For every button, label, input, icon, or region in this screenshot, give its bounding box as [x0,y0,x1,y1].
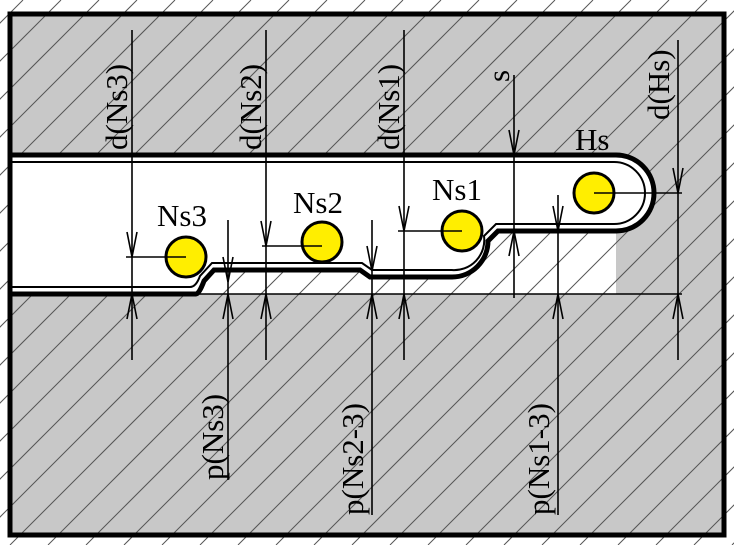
ball-ns2 [262,220,344,264]
dim-s [508,75,520,257]
label-p-ns3: p(Ns3) [195,394,230,480]
dim-p-ns2-3 [366,220,378,515]
ball-ns1 [398,209,484,253]
label-d-ns1: d(Ns1) [371,64,406,150]
lower-material-block [10,294,724,535]
dim-p-ns3 [222,220,234,480]
label-ns1: Ns1 [432,172,482,207]
ball-hs [572,171,682,215]
frame-border [7,11,727,538]
dim-d-ns2 [260,30,272,360]
dim-p-ns1-3 [552,195,564,515]
right-material-block [616,14,724,294]
label-s: s [481,70,516,82]
label-ns2: Ns2 [293,185,343,220]
label-d-ns2: d(Ns2) [233,64,268,150]
label-hs: Hs [575,122,609,157]
label-d-ns3: d(Ns3) [99,64,134,150]
dim-d-ns3 [126,30,138,360]
ball-ns3 [126,235,208,279]
dim-d-hs [672,40,684,360]
slot-boundary [10,152,657,297]
label-d-hs: d(Hs) [641,49,676,120]
dim-d-ns1 [398,30,410,360]
slot-inner-boundary [10,161,646,288]
label-ns3: Ns3 [157,198,207,233]
label-p-ns1-3: p(Ns1-3) [521,403,556,515]
label-p-ns2-3: p(Ns2-3) [335,403,370,515]
